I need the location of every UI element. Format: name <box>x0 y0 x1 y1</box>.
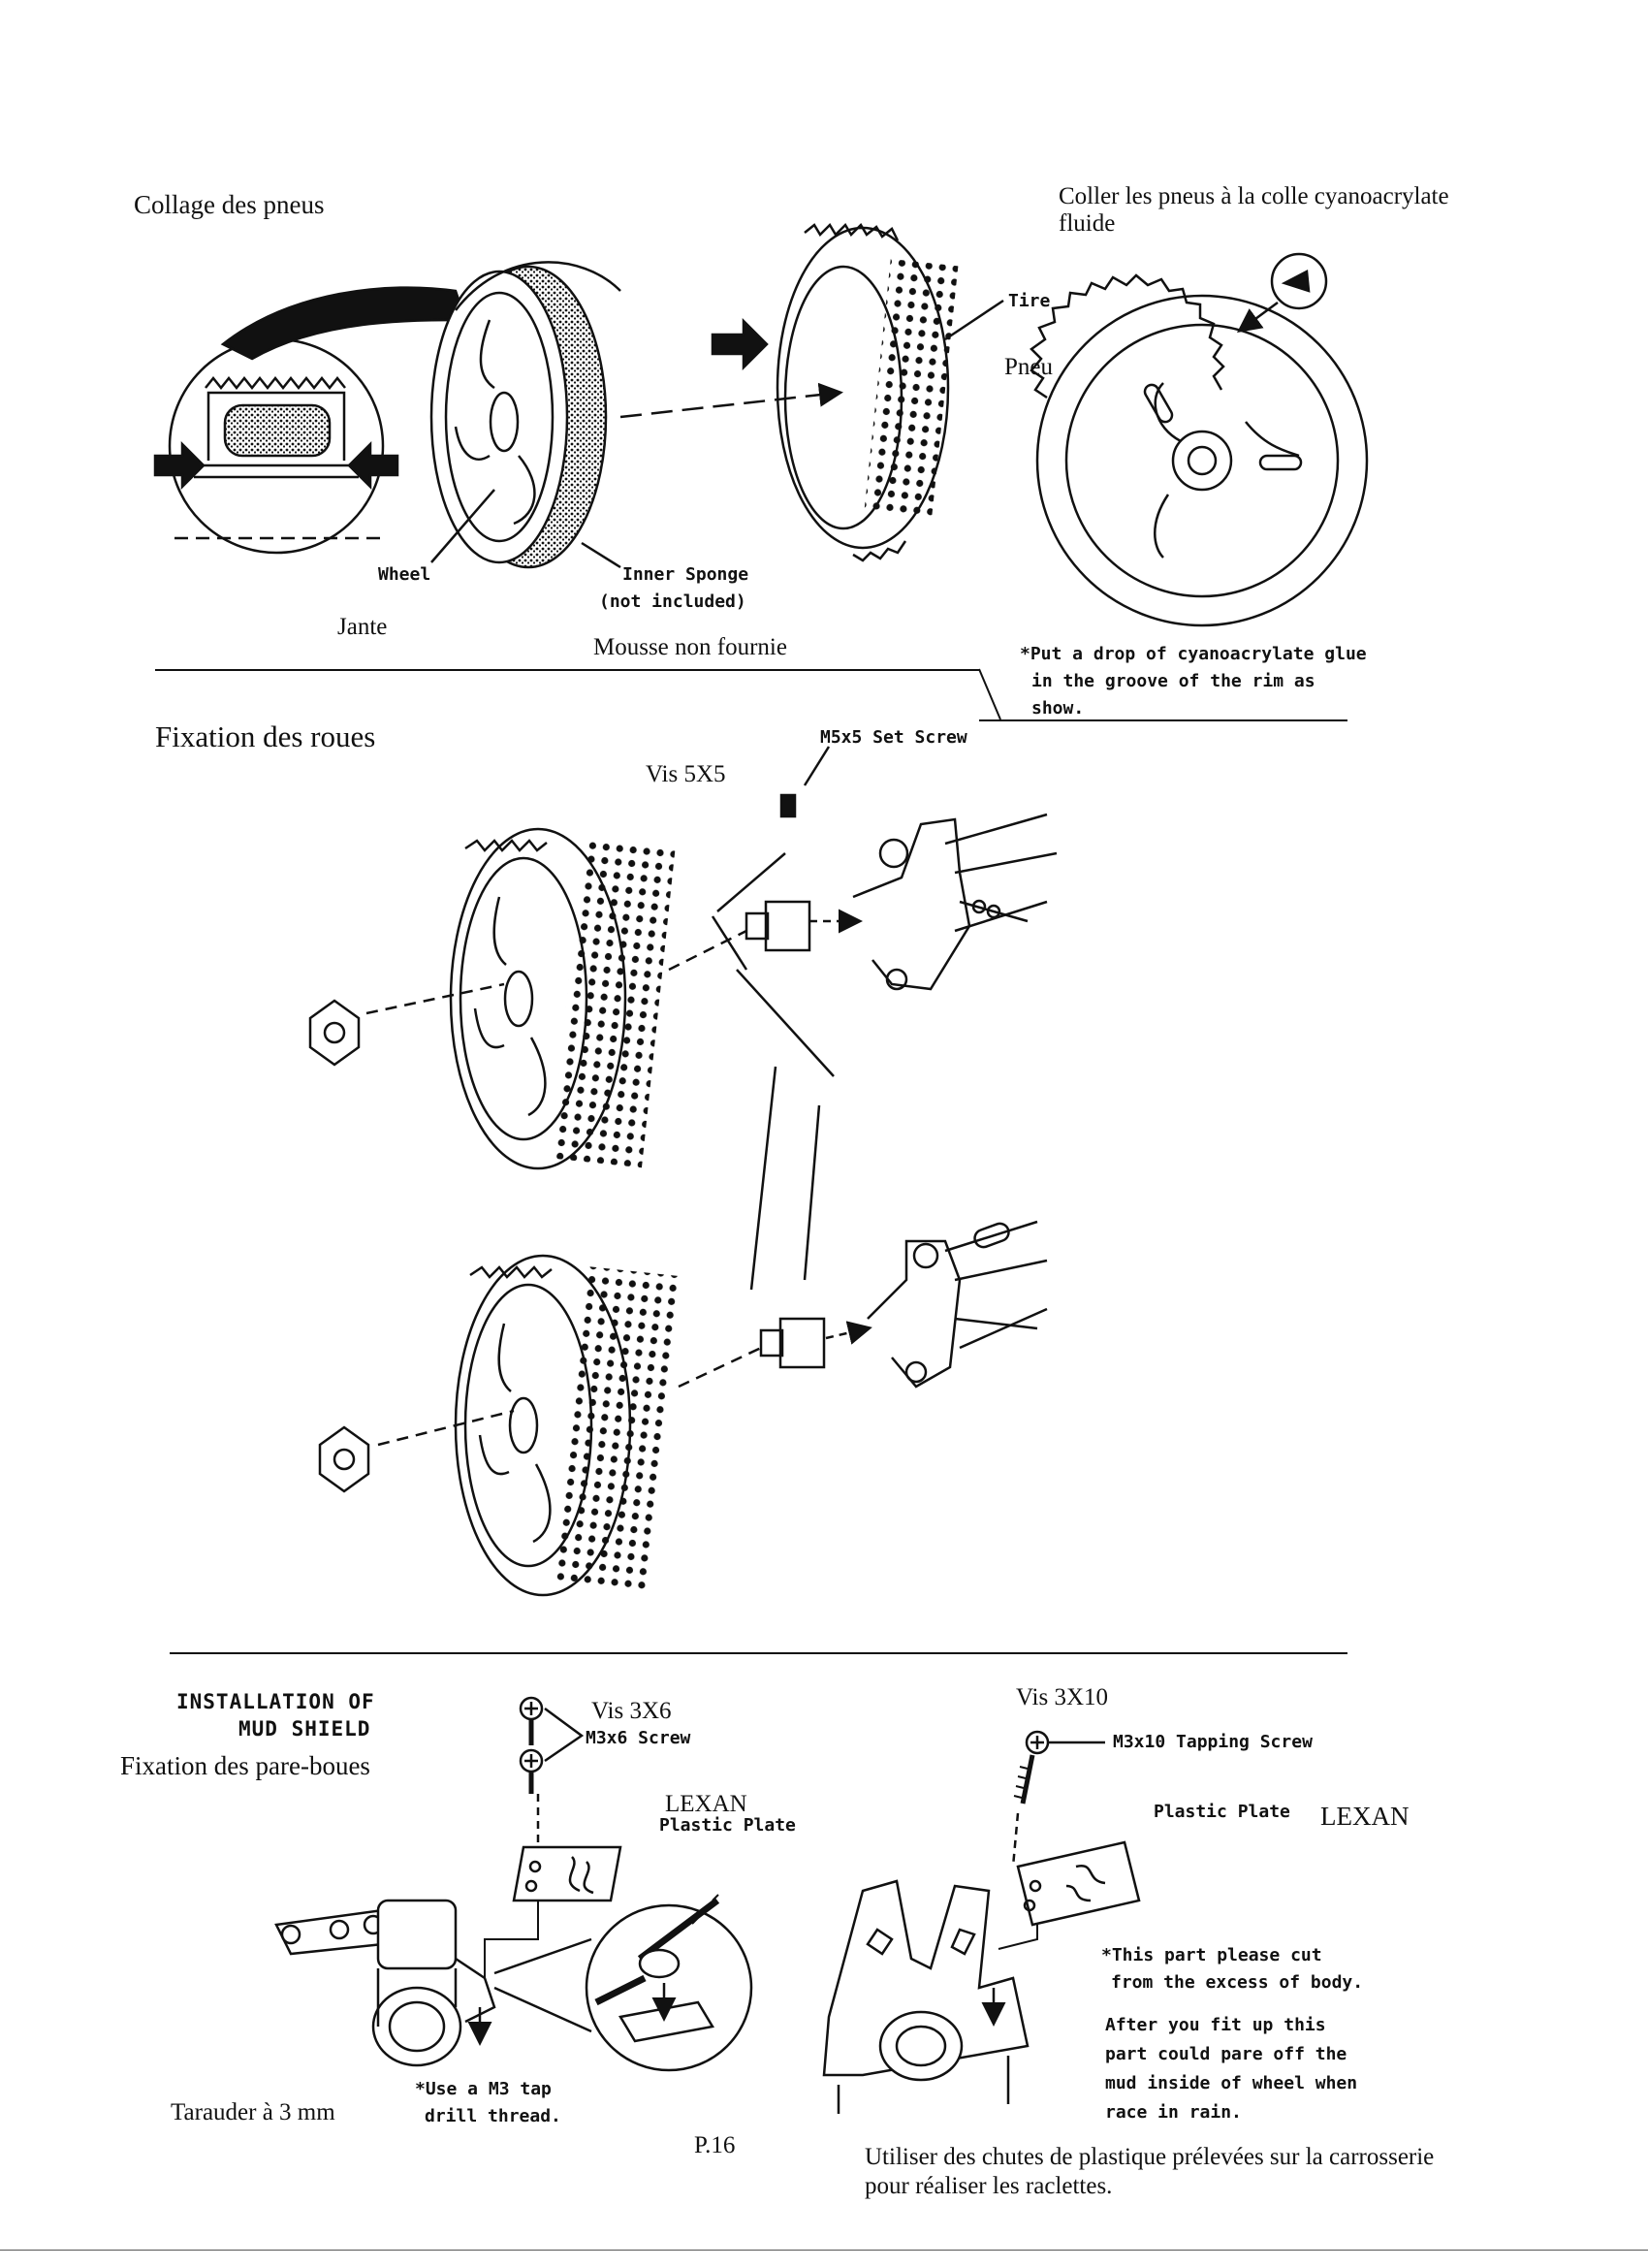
press-arrow-right-icon <box>347 440 399 491</box>
tire-knob-pattern <box>864 259 959 517</box>
lexan-plate-left <box>512 1845 622 1902</box>
label-lexan-right: LEXAN <box>1320 1802 1410 1831</box>
glue-note-line1: *Put a drop of cyanoacrylate glue <box>1020 644 1367 664</box>
section-heading-mud-shield-en-2: MUD SHIELD <box>238 1717 371 1741</box>
rear-hub-carrier <box>822 1879 1030 2077</box>
label-plastic-plate-right: Plastic Plate <box>1154 1802 1290 1822</box>
glue-bottle-icon <box>1270 252 1328 310</box>
fit-note-line4: race in rain. <box>1105 2102 1242 2123</box>
divider-bottom <box>0 2250 1648 2251</box>
fr-note-line2: pour réaliser les raclettes. <box>865 2173 1113 2199</box>
label-lexan-left: LEXAN <box>665 1791 747 1817</box>
fit-note-line1: After you fit up this <box>1105 2015 1326 2035</box>
label-m3x10-tapping-screw: M3x10 Tapping Screw <box>1113 1732 1313 1752</box>
glue-instruction-line1: Coller les pneus à la colle cyanoacrylat… <box>1059 183 1449 209</box>
assembled-wheel-tire <box>1035 294 1369 627</box>
label-mousse: Mousse non fournie <box>593 634 787 660</box>
press-arrow-left-icon <box>153 440 206 491</box>
glue-note-line3: show. <box>1031 698 1085 719</box>
label-jante: Jante <box>337 614 388 640</box>
set-screw-icon <box>779 793 797 818</box>
page-number: P.16 <box>694 2132 736 2158</box>
lower-hex-adapter <box>778 1317 826 1369</box>
fit-note-line2: part could pare off the <box>1105 2044 1347 2064</box>
divider-middle <box>170 1652 1347 1654</box>
divider-top <box>155 669 979 671</box>
lexan-plate-right <box>1016 1840 1141 1927</box>
hub-carrier-bearing <box>371 1986 462 2067</box>
fit-note-line3: mud inside of wheel when <box>1105 2073 1358 2093</box>
sponge-leader-line <box>581 541 621 569</box>
label-plastic-plate-left: Plastic Plate <box>659 1815 796 1836</box>
upper-nut <box>308 999 361 1067</box>
label-wheel: Wheel <box>378 564 431 585</box>
sponge-section <box>223 403 332 458</box>
lower-steering-knuckle <box>867 1239 962 1389</box>
label-tarauder: Tarauder à 3 mm <box>171 2099 335 2125</box>
wheel-leader-line <box>430 489 495 563</box>
label-vis-3x6: Vis 3X6 <box>591 1698 672 1724</box>
wheel-rim <box>429 270 569 564</box>
divider-callout <box>979 719 1347 721</box>
label-tire: Tire <box>1008 291 1051 311</box>
section-heading-tire-gluing: Collage des pneus <box>134 190 325 219</box>
tap-detail-circle <box>585 1903 753 2072</box>
cut-note-line1: *This part please cut <box>1101 1945 1322 1965</box>
upper-hex-adapter <box>764 900 811 952</box>
tap-note-line2: drill thread. <box>425 2106 561 2126</box>
fr-note-line1: Utiliser des chutes de plastique prélevé… <box>865 2144 1435 2170</box>
m3x6-leader <box>544 1707 585 1763</box>
mud-shield-diagram <box>274 1696 1141 2114</box>
section-heading-wheel-fixing: Fixation des roues <box>155 719 376 753</box>
m3x10-screw-head <box>1025 1730 1050 1755</box>
lower-nut <box>318 1425 370 1493</box>
label-vis-5x5: Vis 5X5 <box>646 761 726 787</box>
label-vis-3x10: Vis 3X10 <box>1016 1684 1109 1710</box>
label-pneu: Pneu <box>1004 354 1053 380</box>
cut-note-line2: from the excess of body. <box>1111 1972 1364 1993</box>
tire-section-outline <box>206 391 346 461</box>
tap-note-line1: *Use a M3 tap <box>415 2079 552 2099</box>
label-m3x6-screw: M3x6 Screw <box>586 1728 691 1748</box>
glue-instruction-line2: fluide <box>1059 210 1116 237</box>
label-m5x5-set-screw: M5x5 Set Screw <box>820 727 967 748</box>
label-not-included: (not included) <box>599 591 746 612</box>
section-heading-mud-shield-fr: Fixation des pare-boues <box>120 1751 370 1780</box>
m3x6-screw-head-2 <box>519 1748 544 1773</box>
push-arrow-icon <box>711 317 769 371</box>
hub-carrier-body <box>376 1899 458 1970</box>
glue-note-line2: in the groove of the rim as <box>1031 671 1315 691</box>
set-screw-leader <box>803 746 831 786</box>
tire-gluing-diagram <box>153 222 1369 627</box>
section-heading-mud-shield-en-1: INSTALLATION OF <box>176 1690 375 1713</box>
label-inner-sponge: Inner Sponge <box>622 564 749 585</box>
wheel-fixing-diagram <box>308 746 1058 1597</box>
